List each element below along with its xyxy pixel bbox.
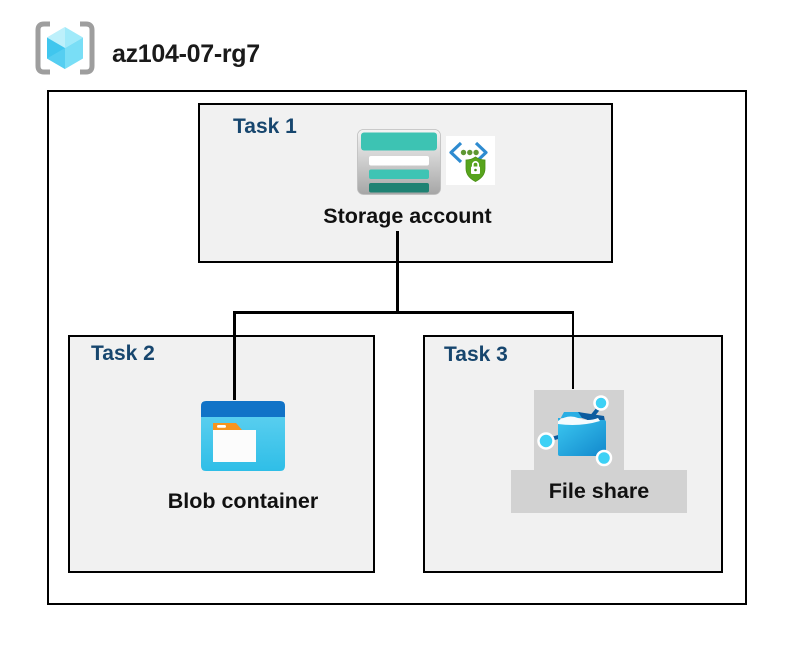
storage-account-label: Storage account bbox=[323, 204, 492, 228]
resource-group-icon bbox=[35, 21, 95, 75]
resource-group-header: az104-07-rg7 bbox=[0, 0, 788, 88]
file-share-icon bbox=[537, 395, 613, 467]
task2-label: Task 2 bbox=[91, 342, 155, 365]
connector-storage-stem bbox=[396, 231, 399, 312]
storage-account-icon bbox=[357, 129, 441, 195]
connector-horizontal bbox=[233, 311, 574, 314]
task3-box: Task 3 bbox=[423, 335, 723, 573]
blob-container-icon bbox=[201, 401, 285, 471]
file-share-label-band: File share bbox=[511, 470, 687, 513]
blob-container-label: Blob container bbox=[167, 489, 319, 513]
task1-box: Task 1 bbox=[198, 103, 613, 263]
file-share-icon-cell bbox=[534, 390, 624, 470]
connector-to-file-share bbox=[571, 311, 574, 389]
file-share-label: File share bbox=[548, 479, 650, 503]
task1-label: Task 1 bbox=[233, 115, 297, 138]
shared-access-signature-icon bbox=[446, 136, 495, 185]
resource-group-title: az104-07-rg7 bbox=[112, 40, 260, 68]
task3-label: Task 3 bbox=[444, 343, 508, 366]
task2-box: Task 2 Blob container bbox=[68, 335, 375, 573]
connector-to-blob-container bbox=[233, 311, 236, 400]
